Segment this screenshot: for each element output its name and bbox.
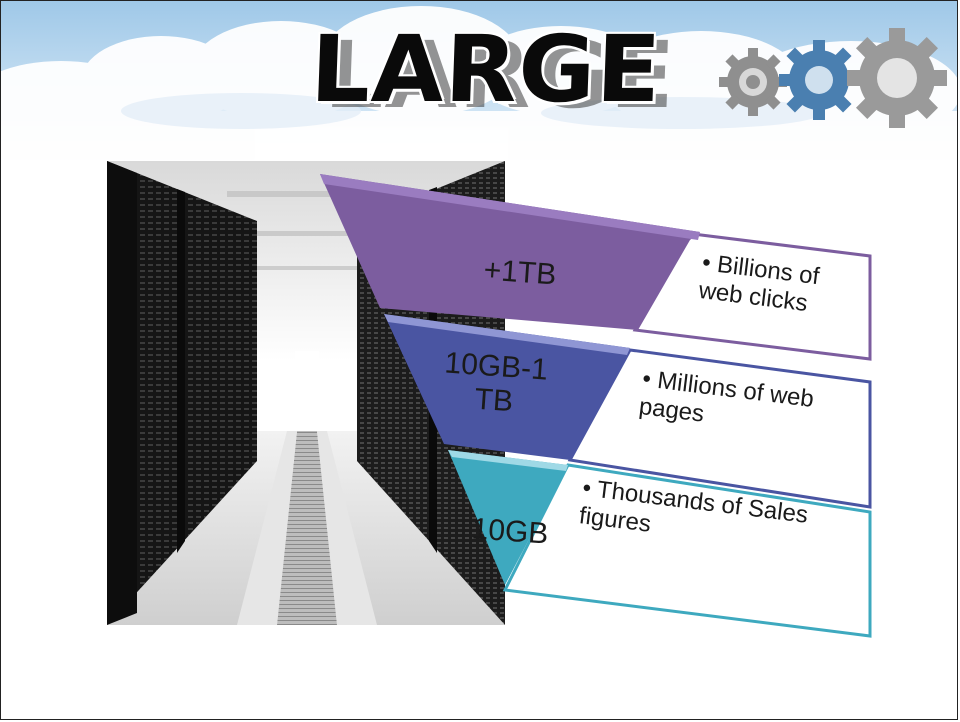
bullet-icon: • [640,365,653,393]
pyramid-tier-bottom-edge [448,450,568,471]
pyramid-tier-top [320,174,700,330]
pyramid-tier-middle [384,314,630,460]
description-box-2 [567,348,872,509]
pyramid-tier-bottom [448,450,568,585]
inverted-pyramid-diagram [320,174,872,638]
gears-icon [719,28,947,128]
pyramid-tier-middle-edge [384,314,630,355]
bullet-icon: • [581,474,593,503]
tier-label-middle: 10GB-1TB [443,346,549,418]
bullet-icon: • [700,249,713,277]
title-banner: LARGE [300,16,730,128]
pyramid-tier-top-edge [320,174,700,240]
slide-title: LARGE [308,16,664,123]
description-box-3 [502,463,872,638]
